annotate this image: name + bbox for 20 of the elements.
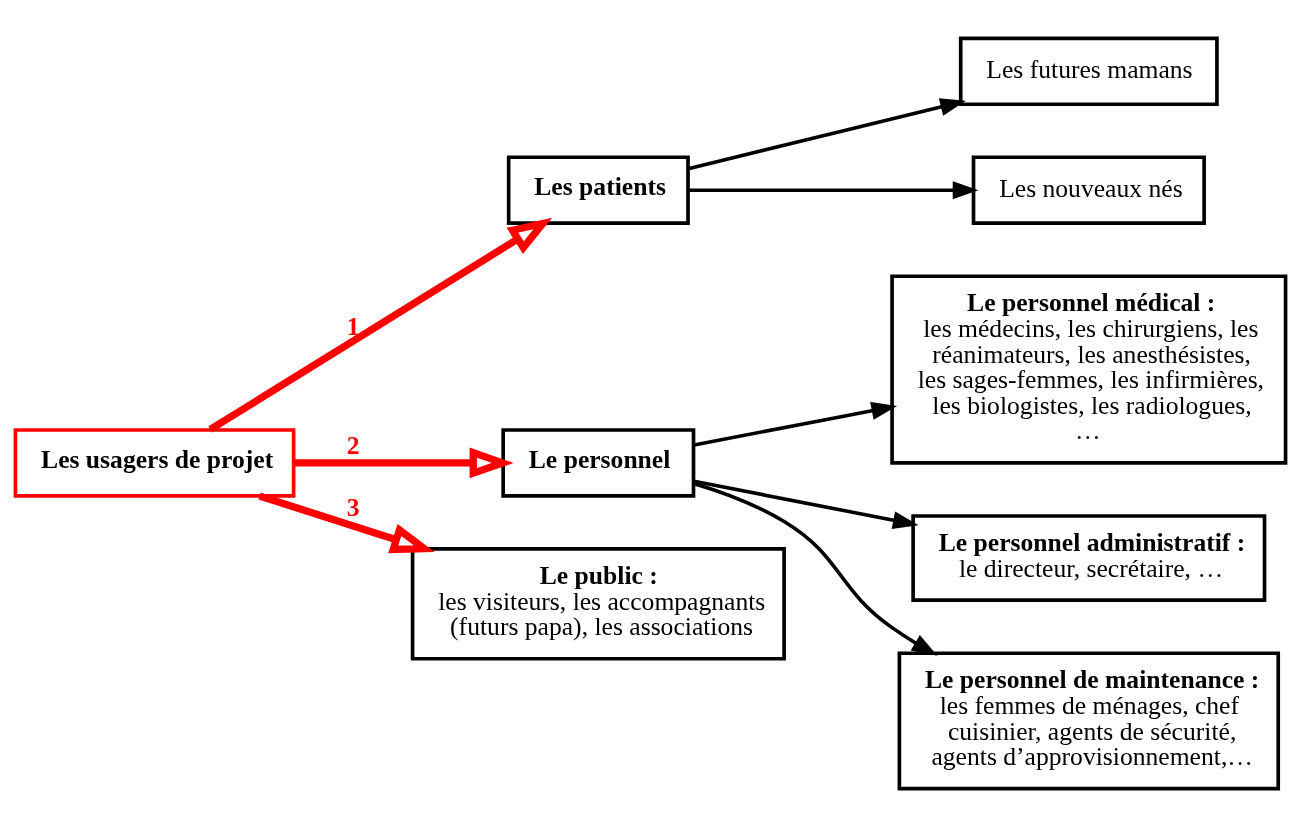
arrow bbox=[693, 481, 938, 656]
node-box: Les usagers de projet bbox=[13, 428, 296, 498]
arrow bbox=[693, 479, 919, 530]
arrow bbox=[293, 447, 514, 479]
node-box: Le personnel de maintenance : les femmes de ménages, chef cuisinier, agents de sécurité, agents d’approvisionnement,… bbox=[897, 651, 1281, 791]
node-box: Le personnel administratif : le directeur, secrétaire, … bbox=[911, 514, 1267, 602]
node-box: Le personnel médical : les médecins, les chirurgiens, les réanimateurs, les anesthésistes, les sages-femmes, les infirmières, les biologistes, les radiologues, … bbox=[890, 274, 1288, 465]
node-box: Les nouveaux nés bbox=[971, 155, 1206, 225]
edge-label: 2 bbox=[346, 431, 360, 461]
arrow bbox=[208, 217, 553, 433]
node-box: Les futures mamans bbox=[958, 36, 1219, 107]
arrow bbox=[693, 402, 898, 447]
arrow bbox=[688, 181, 979, 200]
node-box: Les patients bbox=[506, 155, 690, 225]
arrow bbox=[258, 492, 435, 554]
edge-label: 3 bbox=[346, 493, 360, 523]
edge-label: 1 bbox=[346, 312, 360, 342]
arrow bbox=[687, 98, 966, 171]
node-box: Le public : les visiteurs, les accompagnants (futurs papa), les associations bbox=[410, 547, 786, 661]
node-box: Le personnel bbox=[501, 428, 696, 498]
